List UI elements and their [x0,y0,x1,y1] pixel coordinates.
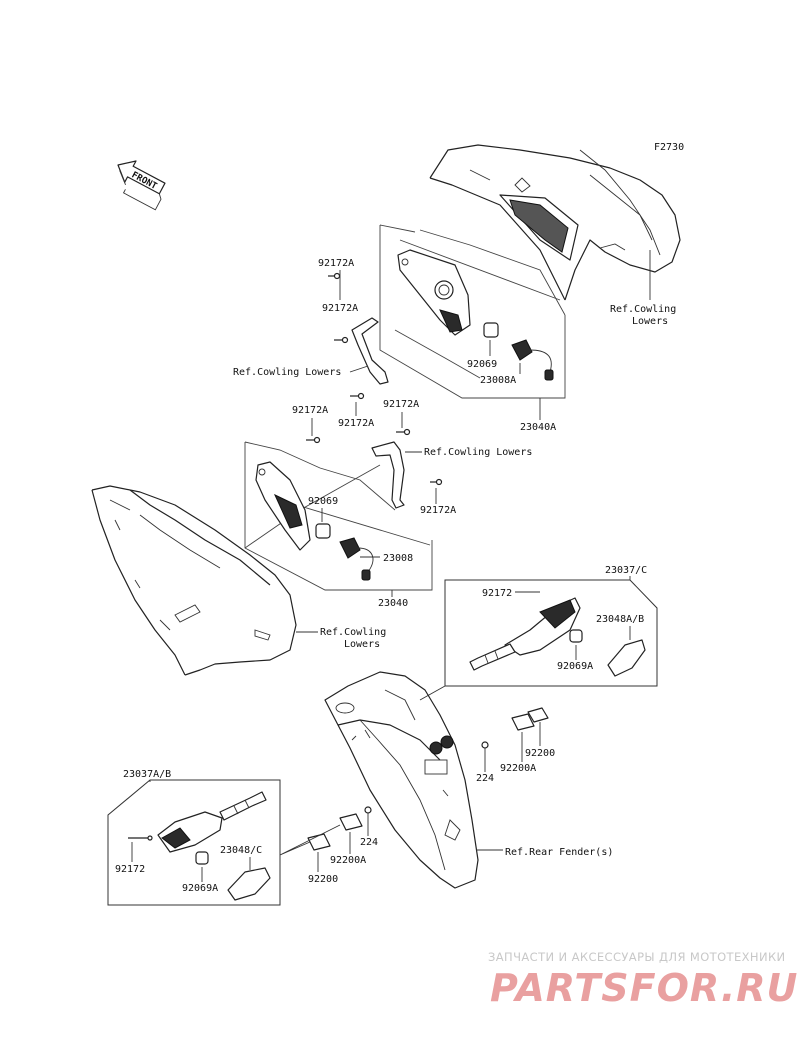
middle-lamp-housing [255,461,311,551]
label-224-left: 224 [360,837,378,848]
label-92172a-mid-right: 92172A [383,399,419,410]
label-224-right: 224 [476,773,494,784]
left-turn-signal-box [107,779,281,906]
ref-cowling-lowers-bracket-upper: Ref.Cowling Lowers [233,367,341,378]
label-92172-right: 92172 [482,588,512,599]
left-turn-lens [227,867,271,901]
middle-bulb [315,523,331,539]
front-arrow-icon: FRONT [117,160,166,211]
ref-cowling-lowers-side-line1: Ref.Cowling [320,627,386,638]
label-92069a-right: 92069A [557,661,593,672]
label-92069-upper: 92069 [467,359,497,370]
figure-code: F2730 [654,142,684,153]
label-92069-lower: 92069 [308,496,338,507]
upper-cowling [429,144,681,301]
right-turn-signal [469,597,581,671]
upper-bulb [483,322,499,338]
label-23048a-b: 23048A/B [596,614,644,625]
label-92172a-mid-right-lower: 92172A [420,505,456,516]
left-turn-bulb [195,851,209,865]
upper-lamp-housing [397,249,471,336]
label-92172-left: 92172 [115,864,145,875]
right-turn-bulb [569,629,583,643]
side-cowling [91,485,297,676]
label-92069a-left: 92069A [182,883,218,894]
label-92200-left: 92200 [308,874,338,885]
ref-cowling-lowers-side-line2: Lowers [344,639,380,650]
label-23037a-b: 23037A/B [123,769,171,780]
ref-cowling-lowers-top-line2: Lowers [632,316,668,327]
watermark-logo: PARTSFOR.RU [490,966,799,1010]
label-23008a: 23008A [480,375,516,386]
label-92200a-left: 92200A [330,855,366,866]
upper-bracket [351,317,389,385]
right-turn-signal-box [444,579,658,687]
watermark-tagline: ЗАПЧАСТИ И АКСЕССУАРЫ ДЛЯ МОТОТЕХНИКИ [488,950,786,964]
label-92172a-1: 92172A [318,258,354,269]
ref-cowling-lowers-bracket-lower: Ref.Cowling Lowers [424,447,532,458]
middle-bracket [371,441,405,509]
label-92172a-2: 92172A [322,303,358,314]
label-23040a: 23040A [520,422,556,433]
rear-fender [324,671,479,889]
upper-socket [511,339,554,381]
label-23040: 23040 [378,598,408,609]
label-23048-c: 23048/C [220,845,262,856]
right-plates [481,707,549,749]
label-92200a-right: 92200A [500,763,536,774]
label-23008: 23008 [383,553,413,564]
label-23037-c: 23037/C [605,565,647,576]
upper-lamp-guides [379,224,566,399]
label-92200-right: 92200 [525,748,555,759]
middle-socket [339,537,374,581]
left-turn-signal [157,791,267,853]
ref-cowling-lowers-top-line1: Ref.Cowling [610,304,676,315]
ref-rear-fender: Ref.Rear Fender(s) [505,847,613,858]
right-turn-lens [607,639,646,677]
upper-screws [328,272,365,400]
label-92172a-mid-left: 92172A [292,405,328,416]
label-92172a-3: 92172A [338,418,374,429]
